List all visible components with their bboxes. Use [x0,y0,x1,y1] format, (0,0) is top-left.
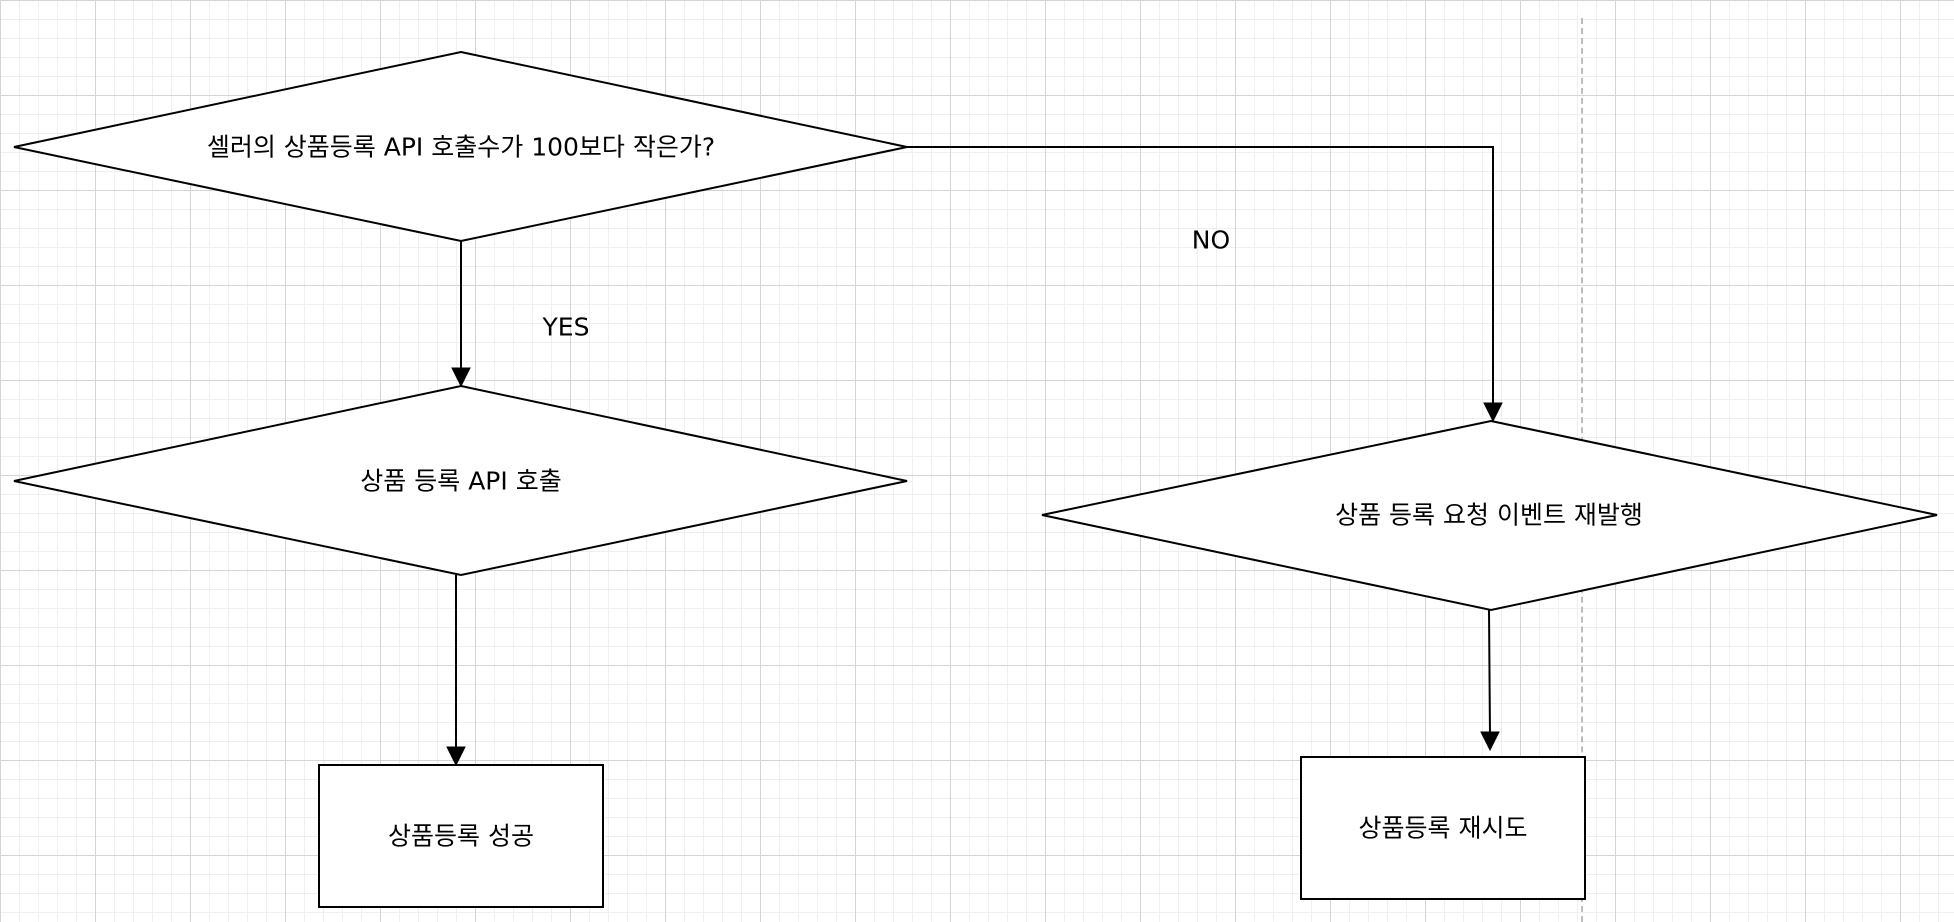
edge-yes-arrowhead [451,367,471,388]
result-box-retry[interactable] [1300,756,1586,900]
edge-reissue-to-retry[interactable] [1488,609,1491,737]
edge-no[interactable] [907,146,1494,407]
process-call-label: 상품 등록 API 호출 [360,466,562,496]
decision-diamond-reissue-event[interactable] [1041,419,1938,612]
edge-yes-label: YES [542,312,590,342]
result-box-success[interactable] [318,764,604,908]
edge-call-to-success-arrowhead [446,746,466,767]
result-success-label: 상품등록 성공 [388,821,534,851]
decision-main-label: 셀러의 상품등록 API 호출수가 100보다 작은가? [206,132,716,162]
result-retry-label: 상품등록 재시도 [1358,813,1528,843]
edge-no-arrowhead [1483,402,1503,423]
edge-reissue-to-retry-arrowhead [1480,731,1500,752]
edge-no-label: NO [1191,225,1231,255]
decision-diamond-api-call[interactable] [13,384,908,577]
process-reissue-label: 상품 등록 요청 이벤트 재발행 [1335,500,1643,530]
